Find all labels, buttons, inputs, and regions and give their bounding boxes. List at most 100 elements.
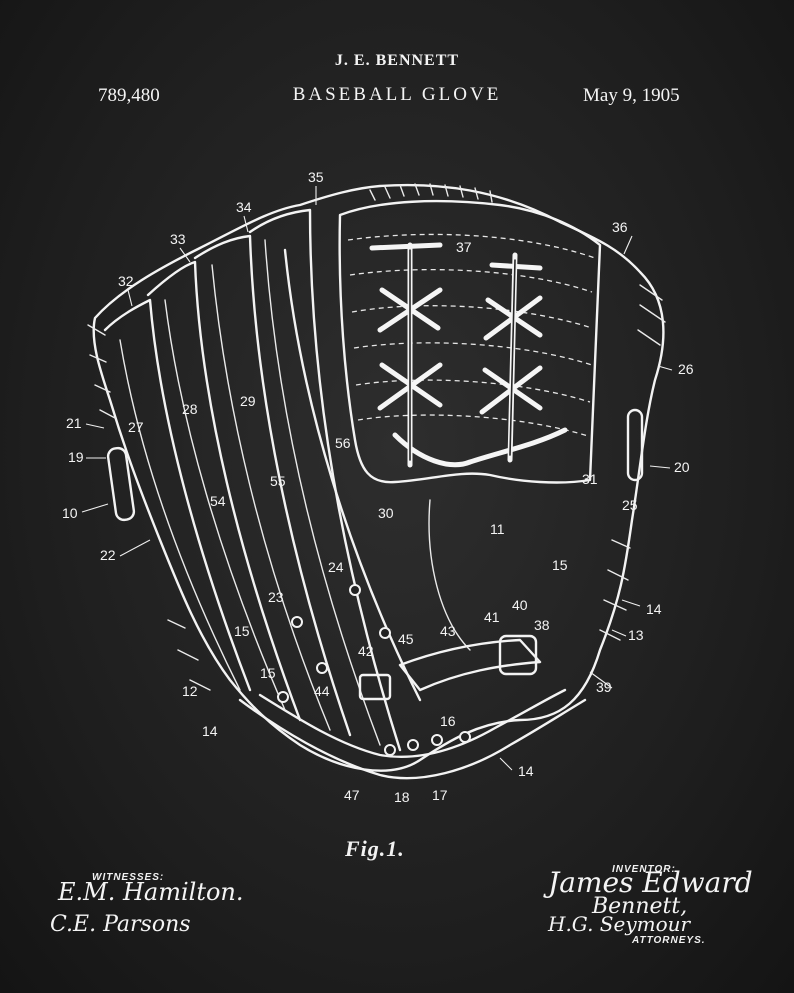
web-stitch-4 — [353, 342, 593, 366]
ref-number: 28 — [182, 401, 198, 417]
patent-title: BASEBALL GLOVE — [292, 84, 502, 105]
lace-hole — [349, 584, 361, 596]
finger-stitch-2 — [164, 299, 286, 711]
lace-hole — [384, 744, 396, 756]
ref-number: 26 — [678, 361, 694, 377]
web-lace-top-right — [489, 262, 543, 271]
strap-keeper — [358, 673, 392, 701]
right-slot — [626, 408, 644, 482]
ref-number: 44 — [314, 683, 330, 699]
ref-number: 12 — [182, 683, 198, 699]
finger-stall-1 — [103, 298, 252, 692]
figure-label: Fig.1. — [345, 836, 405, 861]
lace-hole — [459, 731, 471, 743]
witnesses-label: WITNESSES: — [92, 872, 165, 883]
ref-number: 31 — [582, 471, 598, 487]
ref-number: 54 — [210, 493, 226, 509]
inventor-signature-line-2: Bennett, — [592, 894, 688, 919]
ref-number: 13 — [628, 627, 644, 643]
ref-number: 20 — [674, 459, 690, 475]
ref-number: 22 — [100, 547, 116, 563]
ref-number: 40 — [512, 597, 528, 613]
palm-seam — [283, 248, 422, 702]
ref-number: 25 — [622, 497, 638, 513]
ref-number: 17 — [432, 787, 448, 803]
finger-stall-4 — [248, 208, 402, 752]
finger-stall-2 — [146, 260, 302, 722]
rim-lacing — [369, 183, 493, 203]
ref-number: 16 — [440, 713, 456, 729]
inventor-name: J. E. BENNETT — [334, 52, 460, 69]
web-stitch-3 — [351, 305, 593, 329]
lace-hole — [379, 627, 391, 639]
ref-number: 55 — [270, 473, 286, 489]
ref-number: 42 — [358, 643, 374, 659]
ref-number: 14 — [202, 723, 218, 739]
ref-number: 38 — [534, 617, 550, 633]
ref-number: 34 — [236, 199, 252, 215]
ref-number: 37 — [456, 239, 472, 255]
ref-number: 35 — [308, 169, 324, 185]
finger-stitch-1 — [119, 339, 241, 691]
ref-number: 32 — [118, 273, 134, 289]
leader-lines — [81, 186, 673, 771]
attorney-signature: H.G. Seymour — [548, 912, 691, 936]
lace-hole — [277, 691, 289, 703]
web-lace-top-left — [369, 242, 443, 251]
ref-number: 56 — [335, 435, 351, 451]
web-lace-core — [409, 249, 516, 461]
ref-number: 41 — [484, 609, 500, 625]
wrist-strap — [398, 638, 542, 692]
ref-number: 15 — [234, 623, 250, 639]
attorneys-label: ATTORNEYS. — [632, 935, 706, 946]
patent-date: May 9, 1905 — [583, 85, 680, 106]
ref-number: 47 — [344, 787, 360, 803]
side-slot — [106, 446, 136, 522]
ref-number: 33 — [170, 231, 186, 247]
ref-number: 30 — [378, 505, 394, 521]
edge-lacing-left — [87, 324, 211, 691]
witness-signature-1: E.M. Hamilton. — [58, 878, 244, 906]
inventor-signature-line-1: James Edward — [548, 866, 753, 899]
ref-number: 45 — [398, 631, 414, 647]
lace-hole — [291, 616, 303, 628]
ref-number: 36 — [612, 219, 628, 235]
web-stitch-1 — [347, 233, 596, 259]
heel-roll-inner — [258, 688, 567, 759]
ref-number: 24 — [328, 559, 344, 575]
ref-number: 15 — [260, 665, 276, 681]
lace-hole — [316, 662, 328, 674]
ref-number: 43 — [440, 623, 456, 639]
lace-hole — [431, 734, 443, 746]
witness-signature-2: C.E. Parsons — [50, 912, 191, 937]
reference-numbers: 35 34 33 32 21 19 10 22 27 28 29 56 55 5… — [62, 169, 694, 805]
web-lace-bottom — [392, 427, 568, 468]
ref-number: 29 — [240, 393, 256, 409]
ref-number: 18 — [394, 789, 410, 805]
edge-lacing-right — [599, 284, 666, 641]
ref-number: 23 — [268, 589, 284, 605]
finger-stall-3 — [193, 234, 352, 737]
glove-outline — [92, 183, 665, 772]
web-stitch-5 — [355, 379, 591, 403]
ref-number: 19 — [68, 449, 84, 465]
ref-number: 11 — [490, 521, 505, 537]
ref-number: 10 — [62, 505, 78, 521]
finger-stitch-4 — [264, 239, 381, 746]
finger-stitch-3 — [211, 264, 331, 731]
ref-number: 21 — [66, 415, 82, 431]
lace-hole — [407, 739, 419, 751]
web-panel — [338, 199, 602, 484]
heel-roll — [238, 698, 587, 780]
patent-number: 789,480 — [98, 85, 160, 106]
ref-number: 14 — [646, 601, 662, 617]
buckle — [498, 634, 538, 676]
ref-number: 39 — [596, 679, 612, 695]
inventor-label: INVENTOR: — [612, 864, 676, 875]
ref-number: 27 — [128, 419, 144, 435]
ref-number: 14 — [518, 763, 534, 779]
web-stitch-2 — [349, 269, 593, 293]
palm-curve — [428, 499, 471, 651]
